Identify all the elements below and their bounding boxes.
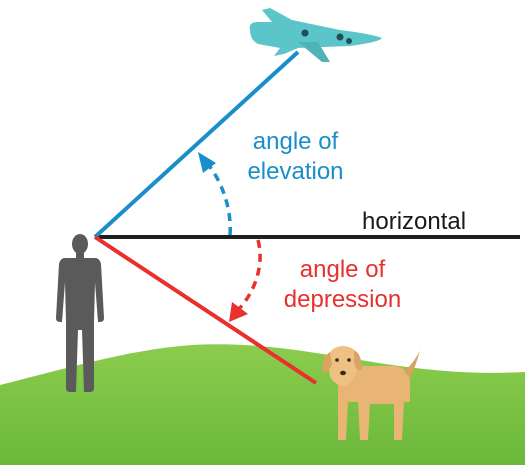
angle-of-elevation-label: angle of elevation (238, 127, 353, 187)
horizontal-label: horizontal (362, 207, 466, 237)
angle-of-elevation-line1: angle of (238, 127, 353, 157)
depression-arc (238, 240, 260, 310)
airplane-icon (250, 8, 382, 62)
angle-of-depression-line1: angle of (270, 255, 415, 285)
angle-of-elevation-line2: elevation (238, 157, 353, 187)
angle-of-depression-line2: depression (270, 285, 415, 315)
ground (0, 344, 525, 465)
elevation-arrowhead (198, 152, 216, 173)
angle-of-depression-label: angle of depression (270, 255, 415, 315)
depression-arrowhead (229, 302, 248, 322)
elevation-arc (206, 162, 230, 235)
